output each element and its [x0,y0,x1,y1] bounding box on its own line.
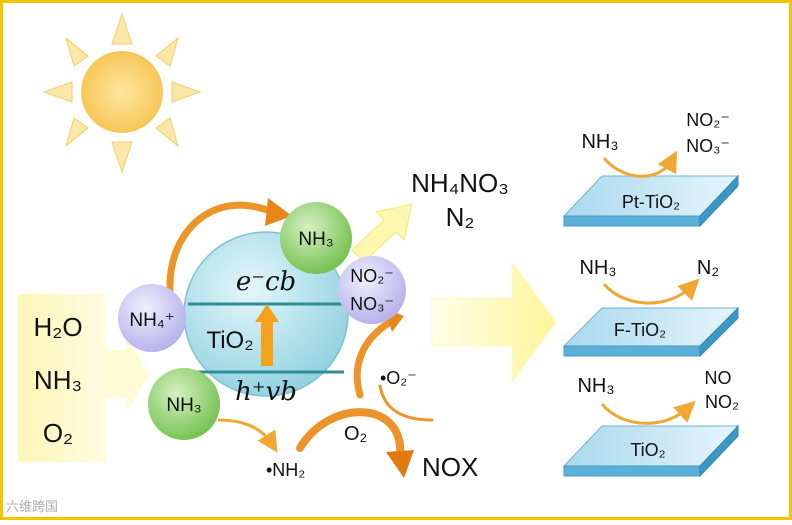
input-box [18,294,106,462]
panel-3-product-2: NO₂ [705,392,739,412]
superoxide-label: •O₂⁻ [380,368,417,388]
panel-pt-tio2 [562,150,740,228]
panel-3-product-1: NO [705,368,732,388]
nh3-bottom-bubble [148,368,220,440]
nh2-label: •NH₂ [266,460,305,480]
nh4-bubble [118,284,186,352]
hole-label: h⁺vb [235,377,297,407]
no3-label: NO₃⁻ [350,294,394,314]
panel-2-label: F-TiO₂ [614,320,666,340]
arc-nh4-to-nh3 [166,201,276,294]
panel-3-label: TiO₂ [630,440,665,460]
arc-superoxide [353,316,398,399]
panel-2-reactant: NH₃ [579,257,616,279]
catalyst-label: TiO₂ [206,327,253,354]
electron-label: e⁻cb [236,267,296,297]
panel-1-product-2: NO₃⁻ [686,136,730,156]
product-arrow [351,203,413,263]
panel-tio2 [562,400,740,478]
sun-icon [42,12,202,174]
panel-f-tio2 [562,278,740,358]
nh4-label: NH₄⁺ [129,310,174,331]
no2-label: NO₂⁻ [350,266,394,286]
arc-o2-small [378,384,434,422]
panel-2-product-1: N₂ [697,257,719,279]
input-h2o: H₂O [33,312,82,342]
input-o2: O₂ [43,418,73,448]
product-line1: NH₄NO₃ [411,168,509,198]
nh3-bottom-label: NH₃ [166,395,201,416]
big-arrow [431,260,557,384]
panel-3-reactant: NH₃ [577,375,614,397]
panel-1-label: Pt-TiO₂ [622,192,680,212]
nitrite-nitrate-bubble [338,256,406,324]
product-line2: N₂ [446,202,475,232]
nh3-top-label: NH₃ [298,229,333,250]
o2-label: O₂ [344,423,367,445]
input-nh3: NH₃ [34,365,82,395]
panel-1-reactant: NH₃ [581,131,618,153]
panel-1-product-1: NO₂⁻ [686,110,730,130]
arrow-nh3-to-nh2 [217,418,278,453]
nox-label: NOX [422,452,478,482]
nh3-top-bubble [280,202,352,274]
input-arrow [104,336,150,412]
arc-nox [296,408,405,460]
watermark: 六维跨国 [6,500,59,515]
